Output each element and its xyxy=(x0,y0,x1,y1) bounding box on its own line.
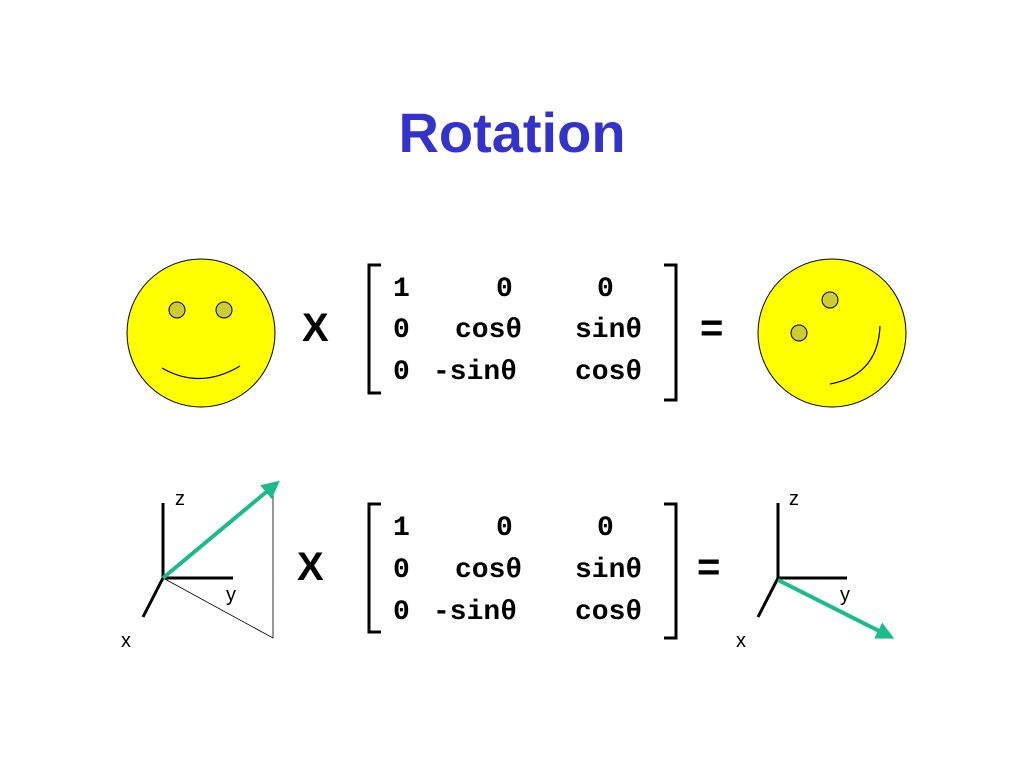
matrix-cell: 0 xyxy=(597,513,614,544)
z-axis-label: z xyxy=(789,488,799,510)
matrix-cell: -sinθ xyxy=(433,597,518,628)
face-circle xyxy=(757,258,907,408)
matrix-cell: cosθ xyxy=(575,357,643,388)
matrix-cell: 0 xyxy=(393,555,410,586)
matrix-1-right-bracket xyxy=(664,263,678,402)
x-axis xyxy=(756,577,780,618)
matrix-cell: cosθ xyxy=(455,315,523,346)
matrix-cell: 0 xyxy=(597,274,614,305)
matrix-cell: sinθ xyxy=(575,315,643,346)
projection-lines xyxy=(162,485,274,639)
matrix-1-left-bracket xyxy=(367,263,381,395)
smile xyxy=(161,365,241,380)
x-axis-label: x xyxy=(121,630,131,652)
right-eye xyxy=(215,301,233,319)
matrix-cell: sinθ xyxy=(575,555,643,586)
axes-original xyxy=(141,480,280,639)
matrix-cell: cosθ xyxy=(455,555,523,586)
matrix-cell: cosθ xyxy=(575,597,643,628)
top-eye xyxy=(821,291,839,309)
times-operator-1: X xyxy=(302,306,329,350)
matrix-2-left-bracket xyxy=(367,502,381,634)
vector-arrow xyxy=(161,480,280,580)
vector-arrow xyxy=(777,578,895,639)
smile xyxy=(829,325,881,385)
matrix-cell: 1 xyxy=(393,274,410,305)
face-circle xyxy=(126,258,276,408)
y-axis-label: y xyxy=(226,584,236,606)
matrix-cell: 0 xyxy=(393,597,410,628)
matrix-cell: 0 xyxy=(496,513,513,544)
equals-operator-1: = xyxy=(700,306,724,350)
axes-rotated xyxy=(756,503,895,639)
slide-title: Rotation xyxy=(398,101,626,164)
left-eye xyxy=(790,324,808,342)
x-axis-label: x xyxy=(736,630,746,652)
smiley-face-original xyxy=(126,258,276,408)
y-axis-label: y xyxy=(840,584,850,606)
matrix-cell: 0 xyxy=(496,274,513,305)
x-axis xyxy=(141,577,165,618)
matrix-cell: 0 xyxy=(393,357,410,388)
matrix-cell: 1 xyxy=(393,513,410,544)
z-axis-label: z xyxy=(175,488,185,510)
left-eye xyxy=(168,301,186,319)
equals-operator-2: = xyxy=(697,545,721,589)
matrix-2-right-bracket xyxy=(664,502,678,640)
matrix-cell: 0 xyxy=(393,315,410,346)
matrix-cell: -sinθ xyxy=(433,357,518,388)
smiley-face-rotated xyxy=(757,258,907,408)
times-operator-2: X xyxy=(297,545,324,589)
